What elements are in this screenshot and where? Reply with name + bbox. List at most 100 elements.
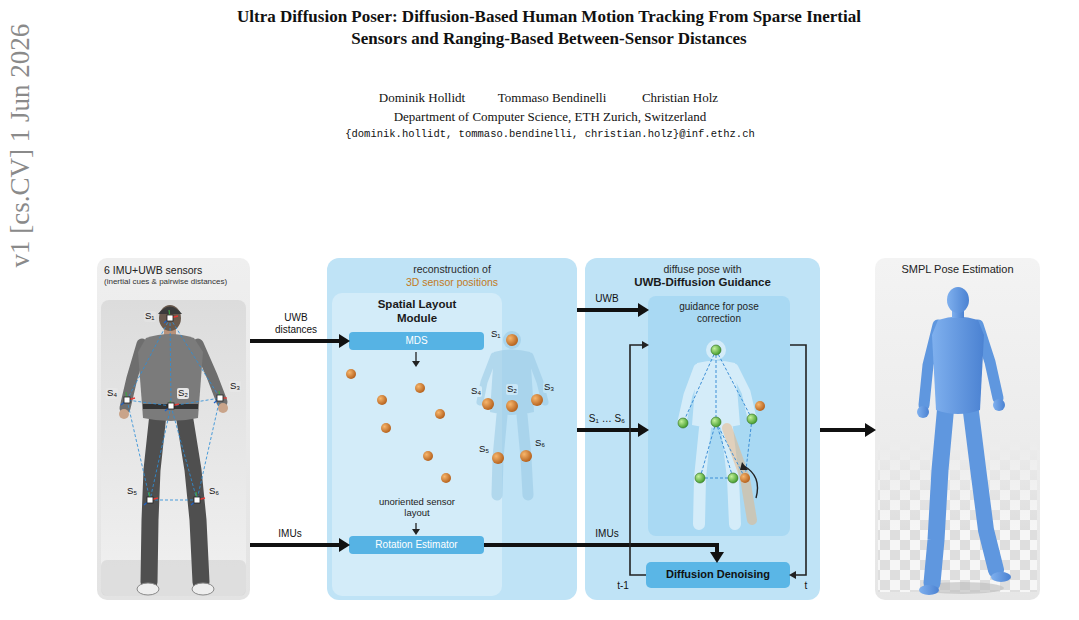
guidance-art <box>740 462 748 470</box>
guidance-art <box>711 417 721 427</box>
node-subtitle: UWB-Diffusion Guidance <box>591 276 814 290</box>
sensor-layout-art <box>412 361 420 367</box>
guidance-art <box>740 401 765 483</box>
sensor-layout-art <box>531 394 543 406</box>
guidance-art <box>755 401 765 411</box>
sensor-layout-art <box>346 369 356 379</box>
node-title: 6 IMU+UWB sensors <box>104 264 243 277</box>
guidance-art <box>728 473 738 483</box>
smpl-body-art <box>878 440 1037 592</box>
sensor-photo <box>218 403 228 413</box>
paper-title: Ultra Diffusion Poser: Diffusion-Based H… <box>214 6 884 50</box>
sensor-layout-art <box>381 423 391 433</box>
sensor-layout-art <box>480 356 494 402</box>
sensor-photo <box>170 318 220 398</box>
email: {dominik.hollidt, tommaso.bendinelli, ch… <box>345 128 755 140</box>
sensor-photo <box>167 315 173 321</box>
sensor-layout-art <box>377 395 387 405</box>
sensor-photo <box>171 398 220 406</box>
smpl-body-art <box>917 406 929 418</box>
sensor-layout-art <box>423 451 433 461</box>
smpl-body-art <box>947 287 969 313</box>
sensor-layout-art <box>415 383 425 393</box>
smpl-body-art <box>932 404 946 583</box>
sensor-photo <box>119 409 129 419</box>
sensor-layout-art <box>506 400 518 412</box>
sensor-layout-art <box>412 529 420 535</box>
sensor-photo <box>171 406 197 500</box>
author-name: Tommaso Bendinelli <box>498 91 607 106</box>
edge-label: UWB <box>595 293 618 305</box>
affiliation: Department of Computer Science, ETH Zuri… <box>394 110 707 125</box>
flow-arrow <box>820 428 865 432</box>
guidance-art <box>682 340 752 524</box>
author-name: Christian Holz <box>642 91 718 106</box>
flow-arrow <box>484 545 717 552</box>
sensor-layout-art <box>415 523 416 529</box>
node-title: guidance for pose correction <box>679 301 759 325</box>
sensor-label: S₂ <box>177 388 189 399</box>
node-title: Spatial Layout Module <box>367 298 467 326</box>
node-title: SMPL Pose Estimation <box>880 263 1035 276</box>
sensor-photo <box>121 310 227 505</box>
sensor-layout-art <box>441 473 451 483</box>
guidance-art <box>700 422 716 478</box>
smpl-body-art <box>991 572 1011 582</box>
sensor-photo <box>101 560 246 596</box>
sensor-layout-art <box>415 352 416 361</box>
smpl-body-art <box>917 287 1011 595</box>
guidance-art <box>695 473 705 483</box>
sensor-layout-art <box>346 369 451 483</box>
sensor-photo <box>138 334 203 421</box>
sensor-photo <box>192 583 214 595</box>
sensor-label: S₃ <box>543 382 555 393</box>
sensor-photo <box>127 318 170 400</box>
guidance-art <box>678 418 688 428</box>
guidance-art <box>682 368 698 422</box>
sensor-photo <box>150 406 171 500</box>
flow-arrow <box>577 428 638 432</box>
guidance-art <box>683 350 716 423</box>
guidance-art <box>740 473 750 483</box>
sensor-photo <box>147 497 153 503</box>
edge-label: t-1 <box>617 580 629 592</box>
annotation: unoriented sensor layout <box>372 497 462 519</box>
sensor-photo <box>159 305 181 331</box>
module-box: Spatial Layout ModuleMDS Rotation Estimat… <box>332 293 502 596</box>
smpl-body-art <box>878 287 1037 595</box>
sensor-photo <box>217 395 223 401</box>
flow-arrow <box>250 543 339 547</box>
node-subtitle: 3D sensor positions <box>333 276 571 289</box>
guidance-art <box>683 350 752 478</box>
smpl-body-art <box>993 399 1005 411</box>
sensor-photo <box>127 318 220 500</box>
flow-arrow <box>250 339 339 343</box>
loop-arrow <box>790 345 806 575</box>
sensor-photo <box>150 500 197 501</box>
process-box: Rotation Estimator <box>349 536 484 554</box>
node-subtitle: (inertial cues & pairwise distances) <box>104 277 243 287</box>
sensor-photo <box>137 583 159 595</box>
sensor-photo <box>101 300 246 596</box>
process-box: Diffusion Denoising <box>646 562 790 588</box>
node-title: MDS <box>405 335 427 347</box>
sensor-label: S₄ <box>106 388 118 399</box>
sensor-layout-art <box>506 334 518 346</box>
sensor-label: S₅ <box>478 444 490 455</box>
sensor-label: S₁ <box>490 329 502 340</box>
author-name: Dominik Hollidt <box>379 91 465 106</box>
guidance-art <box>734 368 752 418</box>
sensor-photo <box>194 497 200 503</box>
edge-label: IMUs <box>595 528 618 540</box>
sensor-layout-art <box>490 350 534 416</box>
sensor-photo <box>143 404 198 409</box>
guidance-art <box>711 345 721 355</box>
node-title: reconstruction of <box>333 263 571 276</box>
guidance-art <box>727 428 752 520</box>
edge-label: IMUs <box>278 528 301 540</box>
sensor-photo <box>168 403 174 409</box>
smpl-body-art <box>919 585 939 595</box>
sensor-photo <box>127 400 171 406</box>
smpl-body-art <box>878 440 1037 592</box>
